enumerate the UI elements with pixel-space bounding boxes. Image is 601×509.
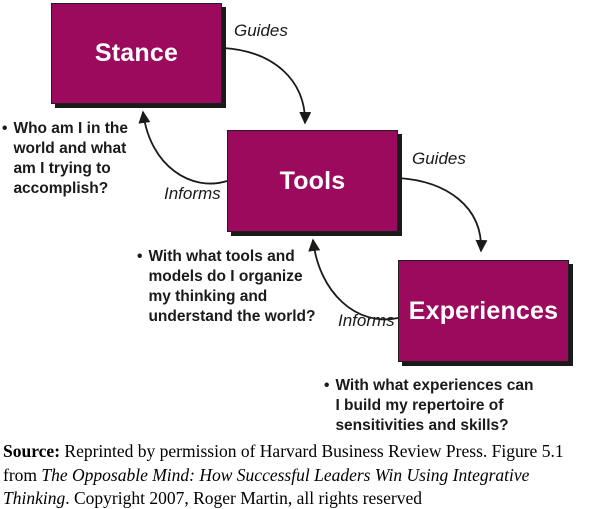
tools-box-label: Tools [279, 166, 346, 195]
stance-question: • Who am I in the world and what am I tr… [2, 119, 128, 199]
source-text-before-title: Reprinted by permission of Harvard Busin… [3, 441, 564, 485]
experiences-box: Experiences [398, 260, 569, 362]
tools-box: Tools [227, 130, 398, 232]
tools-question: • With what tools and models do I organi… [137, 247, 316, 327]
informs-label-experiences-tools: Informs [338, 311, 395, 330]
bullet-marker: • [137, 248, 143, 265]
guides-label-tools-experiences: Guides [412, 149, 466, 168]
guides-label-stance-tools: Guides [234, 21, 288, 40]
source-text-after-title: . Copyright 2007, Roger Martin, all righ… [65, 488, 422, 508]
experiences-box-label: Experiences [408, 296, 559, 325]
bullet-marker: • [2, 120, 8, 137]
source-citation: Source: Reprinted by permission of Harva… [3, 440, 600, 509]
stance-box: Stance [51, 3, 222, 104]
stance-box-label: Stance [94, 39, 179, 67]
informs-label-tools-stance: Informs [164, 184, 221, 203]
bullet-marker: • [324, 377, 330, 394]
stance-question-text: Who am I in the world and what am I tryi… [13, 120, 128, 197]
tools-question-text: With what tools and models do I organize… [148, 248, 316, 325]
arrow-tools-to-stance [138, 110, 228, 185]
arrow-stance-to-tools [222, 47, 312, 125]
arrow-tools-to-experiences [397, 177, 488, 253]
arrow-experiences-to-tools [308, 238, 399, 321]
source-book-title: The Opposable Mind: How Successful Leade… [3, 464, 530, 509]
source-label: Source: [3, 441, 61, 461]
experiences-question: • With what experiences can I build my r… [324, 376, 533, 436]
experiences-question-text: With what experiences can I build my rep… [335, 377, 534, 434]
